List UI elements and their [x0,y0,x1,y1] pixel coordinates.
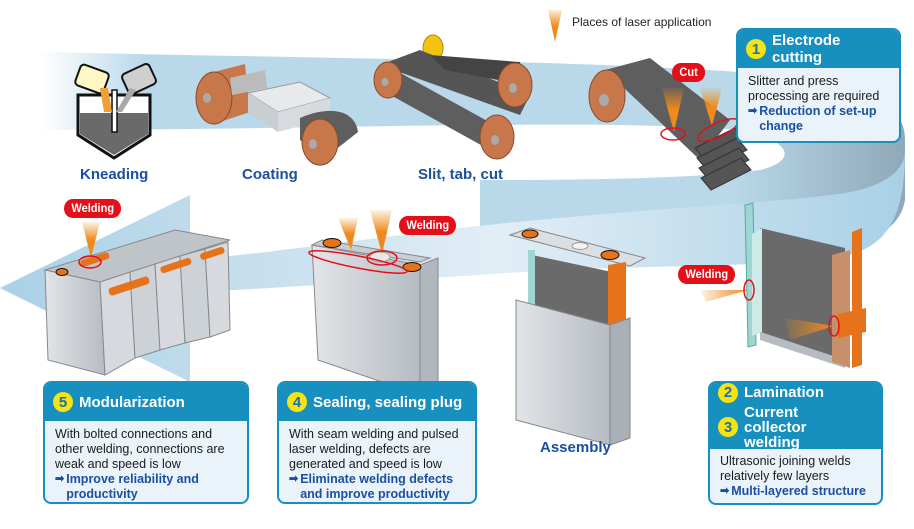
info-box-benefit: ➡ Eliminate welding defects and improve … [289,472,465,502]
assembly-illustration [508,227,647,446]
welding-tag-lamination: Welding [678,265,736,284]
cut-tag: Cut [672,63,706,82]
stage-label-assembly: Assembly [540,439,611,456]
laser-beam [700,290,748,302]
arrow-right-icon: ➡ [720,485,730,497]
stage-label-coating: Coating [242,166,298,183]
modularization-illustration [43,222,231,376]
info-box-title-row: 2 Lamination [718,383,824,403]
sealing-illustration [308,210,439,396]
info-box-description: With seam welding and pulsed laser weldi… [289,427,459,471]
stage-label-kneading: Kneading [80,166,149,183]
arrow-right-icon: ➡ [55,473,65,485]
info-box-title: Sealing, sealing plug [313,393,463,411]
legend: Places of laser application [548,10,711,42]
arrow-right-icon: ➡ [748,105,758,117]
benefit-text: Multi-layered structure [731,484,866,498]
legend-text: Places of laser application [572,15,712,29]
laser-beam [700,88,722,126]
info-box-body: Slitter and press processing are require… [738,68,899,140]
info-box-header: 2 Lamination 3 Current collector welding [710,383,881,450]
info-box-title: Modularization [79,393,185,411]
info-box-header: 4 Sealing, sealing plug [279,383,475,421]
step-number-badge: 5 [53,392,73,412]
info-box-title: Current collector welding [744,403,807,451]
welding-tag-sealing: Welding [399,216,457,235]
info-box-description: Ultrasonic joining welds relatively few … [720,454,851,483]
info-box-lamination: 2 Lamination 3 Current collector welding… [708,381,883,505]
info-box-header: 1 Electrode cutting [738,30,899,68]
step-number-badge: 1 [746,39,766,59]
benefit-text: Reduction of set-up change [759,104,877,133]
laser-beam [338,218,358,250]
welding-tag-module: Welding [64,199,122,218]
info-box-title: Lamination [744,384,825,401]
laser-beam [370,210,392,254]
info-box-title-row: 3 Current collector welding [718,405,854,450]
info-box-sealing: 4 Sealing, sealing plug With seam weldin… [277,381,477,504]
info-box-description: Slitter and press processing are require… [748,74,880,103]
laser-beam [82,222,100,258]
benefit-text: Improve reliability and productivity [66,472,199,501]
info-box-benefit: ➡ Multi-layered structure [720,484,871,499]
laser-beam [662,88,684,132]
laser-beam [785,318,834,340]
info-box-title: Electrode cutting [772,32,841,66]
lamination-illustration [700,202,866,368]
laser-beam-icon [548,10,562,42]
info-box-body: Ultrasonic joining welds relatively few … [710,449,881,503]
info-box-benefit: ➡ Reduction of set-up change [748,104,889,134]
benefit-text: Eliminate welding defects and improve pr… [300,472,454,501]
flow-band-bottom [0,150,905,382]
info-box-description: With bolted connections and other weldin… [55,427,225,471]
info-box-modularization: 5 Modularization With bolted connections… [43,381,249,504]
electrode-cutting-illustration [588,58,752,191]
coating-illustration [195,64,358,166]
electrode-sheet-stack [694,127,752,191]
info-box-header: 5 Modularization [45,383,247,421]
step-number-badge: 3 [718,417,738,437]
arrow-right-icon: ➡ [289,473,299,485]
info-box-body: With seam welding and pulsed laser weldi… [279,421,475,502]
step-number-badge: 4 [287,392,307,412]
slit-illustration [373,34,533,160]
step-number-badge: 2 [718,383,738,403]
kneading-illustration [74,63,157,160]
stage-label-slit-tab-cut: Slit, tab, cut [418,166,504,183]
info-box-benefit: ➡ Improve reliability and productivity [55,472,237,502]
info-box-body: With bolted connections and other weldin… [45,421,247,502]
info-box-electrode-cutting: 1 Electrode cutting Slitter and press pr… [736,28,901,143]
